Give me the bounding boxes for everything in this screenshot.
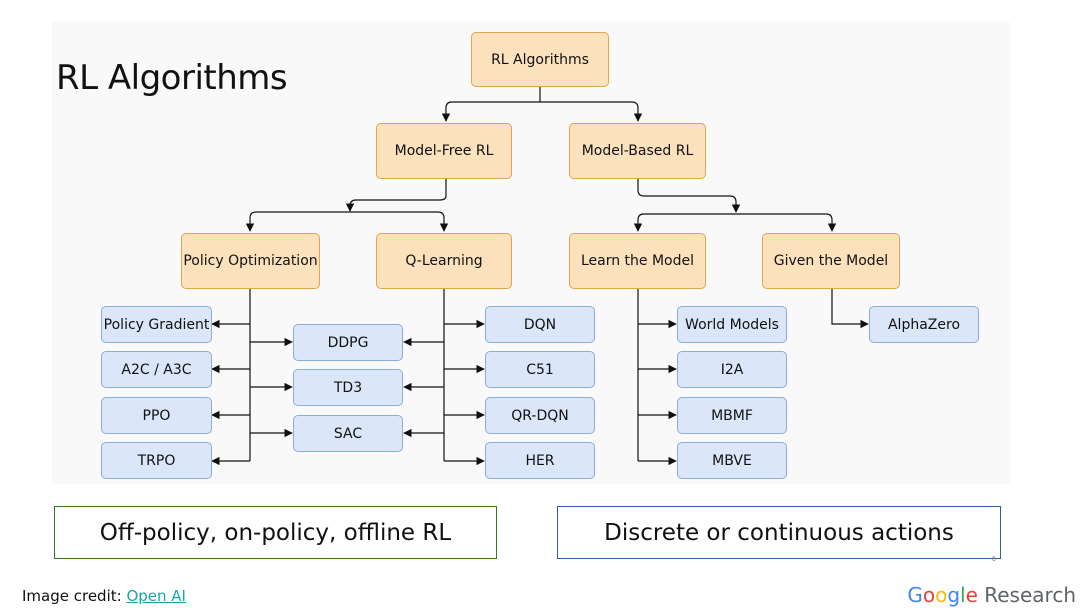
callout-action-types: Discrete or continuous actions [557,506,1001,559]
edge-root-modelbased [540,101,643,122]
logo-research-text: Research [984,583,1076,607]
leaf-ppo: PPO [101,397,212,434]
node-rl-algorithms: RL Algorithms [471,32,609,87]
leaf-a2c-a3c: A2C / A3C [101,351,212,388]
leaf-alphazero: AlphaZero [869,306,979,343]
edge-to-qlearning [350,211,449,232]
credit-label: Image credit: [22,587,122,605]
edge-modelfree-merge [345,179,447,212]
logo-letter: G [907,583,923,607]
google-research-logo: Google Research [907,583,1076,607]
edge-to-policyopt [245,211,350,232]
node-q-learning: Q-Learning [376,233,512,289]
leaf-ddpg: DDPG [293,324,403,361]
node-policy-optimization: Policy Optimization [181,233,320,289]
callout-policy-types: Off-policy, on-policy, offline RL [54,506,497,559]
leaf-policy-gradient: Policy Gradient [101,306,212,343]
slide-title: RL Algorithms [56,58,288,98]
edge-modelbased-merge [637,179,741,213]
leaf-qr-dqn: QR-DQN [485,397,595,434]
leaf-i2a: I2A [677,351,787,388]
page-number: 6 [992,556,996,563]
leaf-her: HER [485,442,595,479]
image-credit: Image credit: Open AI [22,587,186,605]
logo-letter: o [935,583,948,607]
edge-root-modelfree [441,101,540,122]
logo-letter: l [960,583,966,607]
node-given-the-model: Given the Model [762,233,900,289]
node-model-free-rl: Model-Free RL [376,123,512,179]
leaf-td3: TD3 [293,369,403,406]
givenmodel-edge [831,289,869,329]
edge-to-givenmodel [736,213,837,232]
leaf-mbve: MBVE [677,442,787,479]
node-learn-the-model: Learn the Model [569,233,706,289]
leaf-mbmf: MBMF [677,397,787,434]
leaf-world-models: World Models [677,306,787,343]
leaf-dqn: DQN [485,306,595,343]
logo-letter: e [965,583,978,607]
leaf-trpo: TRPO [101,442,212,479]
node-model-based-rl: Model-Based RL [569,123,706,179]
edge-to-learnmodel [633,213,736,232]
logo-letter: g [947,583,961,607]
credit-link[interactable]: Open AI [126,587,186,605]
leaf-sac: SAC [293,415,403,452]
logo-letter: o [922,583,936,607]
leaf-c51: C51 [485,351,595,388]
